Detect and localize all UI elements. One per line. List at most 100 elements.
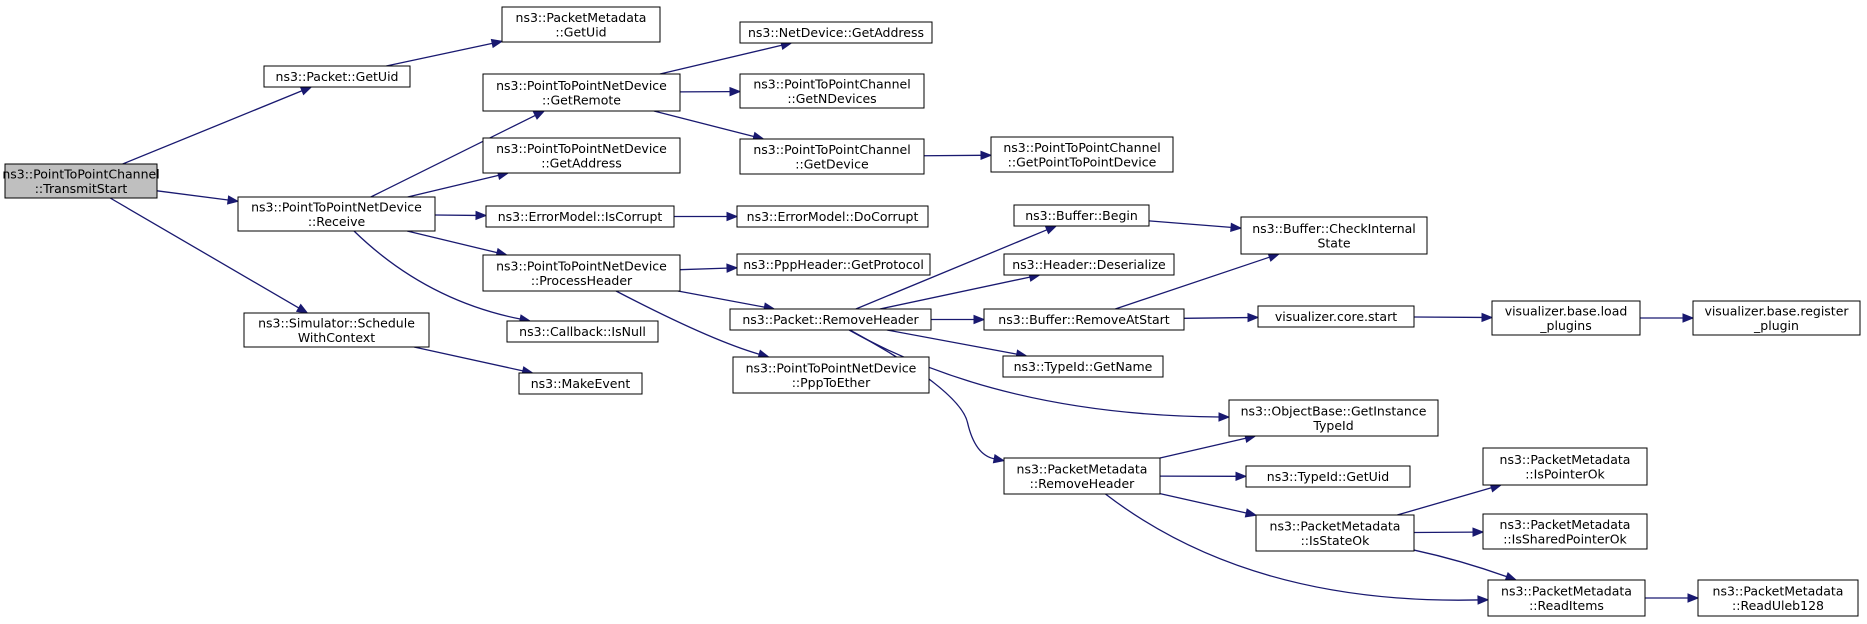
edge-packet-removeheader-to-objbase-getinstance [848,329,1231,422]
edge-line [1397,487,1492,516]
edge-line [386,42,493,67]
node-pm-ispointerok[interactable]: ns3::PacketMetadata::IsPointerOk [1482,447,1648,486]
node-label: ns3::PointToPointChannel [1003,140,1160,155]
node-pc-getp2pdevice[interactable]: ns3::PointToPointChannel::GetPointToPoin… [990,136,1174,173]
node-pnd-ppptoether[interactable]: ns3::PointToPointNetDevice::PppToEther [732,356,930,394]
node-label: ::IsPointerOk [1525,466,1605,481]
arrowhead-icon [1477,595,1490,605]
node-vis-core-start[interactable]: visualizer.core.start [1257,305,1415,328]
edge-line [370,114,536,198]
node-ppp-getprotocol[interactable]: ns3::PppHeader::GetProtocol [736,253,931,276]
node-em-docorrupt[interactable]: ns3::ErrorModel::DoCorrupt [736,205,929,228]
arrowhead-icon [729,86,742,97]
node-box [1255,514,1415,552]
edge-line [848,329,1220,418]
node-label: ::IsStateOk [1301,533,1371,548]
call-edges [109,38,1700,605]
arrowhead-icon [1481,312,1494,323]
edge-vis-core-start-to-vis-load-plugins [1413,312,1494,323]
node-nd-getaddress[interactable]: ns3::NetDevice::GetAddress [739,21,933,44]
edge-packet-removeheader-to-buffer-removeatstart [931,314,986,325]
node-pm-readuleb128[interactable]: ns3::PacketMetadata::ReadUleb128 [1697,579,1859,617]
node-buffer-removeatstart[interactable]: ns3::Buffer::RemoveAtStart [983,308,1185,331]
edge-pc-getdevice-to-pc-getp2pdevice [923,150,993,161]
node-pnd-getaddress[interactable]: ns3::PointToPointNetDevice::GetAddress [482,137,681,174]
node-label: ::ReadUleb128 [1732,598,1824,613]
node-packet-removeheader[interactable]: ns3::Packet::RemoveHeader [729,308,932,331]
node-label: visualizer.core.start [1275,309,1397,324]
node-label: ns3::PacketMetadata [1501,583,1632,598]
node-label: WithContext [298,330,375,345]
call-graph-nodes: ns3::PointToPointChannel::TransmitStartn… [2,6,1861,617]
node-label: visualizer.base.load [1505,303,1628,318]
edge-transmit-start-to-pnd-receive [156,190,240,205]
node-cb-isnull[interactable]: ns3::Callback::IsNull [506,320,659,343]
node-em-iscorrupt[interactable]: ns3::ErrorModel::IsCorrupt [485,205,675,228]
node-box [4,163,158,199]
node-label: ::GetDevice [795,156,869,171]
node-box [243,312,430,348]
edge-pm-isstateok-to-pm-issharedpointerok [1413,527,1485,537]
node-label: ns3::Buffer::RemoveAtStart [998,312,1170,327]
edge-line [653,110,754,138]
edge-line [1105,493,1479,601]
node-box [1692,300,1861,336]
node-packet-getuid[interactable]: ns3::Packet::GetUid [263,65,411,88]
node-pm-removeheader[interactable]: ns3::PacketMetadata::RemoveHeader [1003,457,1161,495]
edge-pm-readitems-to-pm-readuleb128 [1645,593,1700,603]
edge-packet-removeheader-to-typeid-getname [886,329,1028,359]
node-box [1003,253,1175,276]
node-label: ns3::Packet::RemoveHeader [742,312,919,327]
node-box [739,21,933,44]
node-typeid-getuid[interactable]: ns3::TypeId::GetUid [1245,465,1411,488]
arrowhead-icon [1682,313,1695,323]
node-pc-getdevice[interactable]: ns3::PointToPointChannel::GetDevice [739,138,925,175]
node-label: ns3::PacketMetadata [1270,518,1401,533]
edge-line [659,44,782,75]
node-pm-getuid[interactable]: ns3::PacketMetadata::GetUid [501,6,661,43]
node-make-event[interactable]: ns3::MakeEvent [518,372,643,395]
arrowhead-icon [1244,508,1258,518]
edge-line [1159,437,1246,459]
node-pc-getndevices[interactable]: ns3::PointToPointChannel::GetNDevices [739,73,925,109]
node-pm-issharedpointerok[interactable]: ns3::PacketMetadata::IsSharedPointerOk [1482,513,1648,550]
edge-line [679,267,728,271]
node-pnd-receive[interactable]: ns3::PointToPointNetDevice::Receive [237,196,436,232]
node-pm-isstateok[interactable]: ns3::PacketMetadata::IsStateOk [1255,514,1415,552]
node-label: ns3::Packet::GetUid [276,69,399,84]
edge-packet-getuid-to-pm-getuid [386,38,504,67]
arrowhead-icon [226,195,240,205]
arrowhead-icon [1247,312,1260,323]
node-label: ns3::PointToPointChannel [753,142,910,157]
node-pnd-getremote[interactable]: ns3::PointToPointNetDevice::GetRemote [482,73,681,112]
arrowhead-icon [475,210,488,221]
node-vis-register-plugin[interactable]: visualizer.base.register_plugin [1692,300,1861,336]
node-typeid-getname[interactable]: ns3::TypeId::GetName [1002,355,1164,378]
node-label: ns3::PointToPointNetDevice [496,141,667,156]
edge-pnd-getremote-to-nd-getaddress [659,40,793,75]
edge-line [1148,220,1232,228]
node-transmit-start[interactable]: ns3::PointToPointChannel::TransmitStart [2,163,160,199]
node-box [736,253,931,276]
node-box [729,308,932,331]
arrowhead-icon [1267,252,1281,262]
node-label: ns3::ObjectBase::GetInstance [1241,403,1427,418]
node-label: ::Receive [308,214,366,229]
node-buffer-begin[interactable]: ns3::Buffer::Begin [1013,204,1150,227]
node-label: ns3::Buffer::CheckInternal [1252,221,1416,236]
node-header-deserialize[interactable]: ns3::Header::Deserialize [1003,253,1175,276]
arrowhead-icon [1218,412,1231,422]
edge-line [156,190,229,201]
edge-pm-isstateok-to-pm-ispointerok [1397,483,1503,516]
node-box [736,205,929,228]
node-pm-readitems[interactable]: ns3::PacketMetadata::ReadItems [1487,579,1646,617]
node-label: ::GetUid [555,24,606,39]
arrowhead-icon [726,211,739,222]
node-pnd-processheader[interactable]: ns3::PointToPointNetDevice::ProcessHeade… [482,254,681,292]
arrowhead-icon [1235,471,1248,482]
node-vis-load-plugins[interactable]: visualizer.base.load_plugins [1491,300,1641,336]
